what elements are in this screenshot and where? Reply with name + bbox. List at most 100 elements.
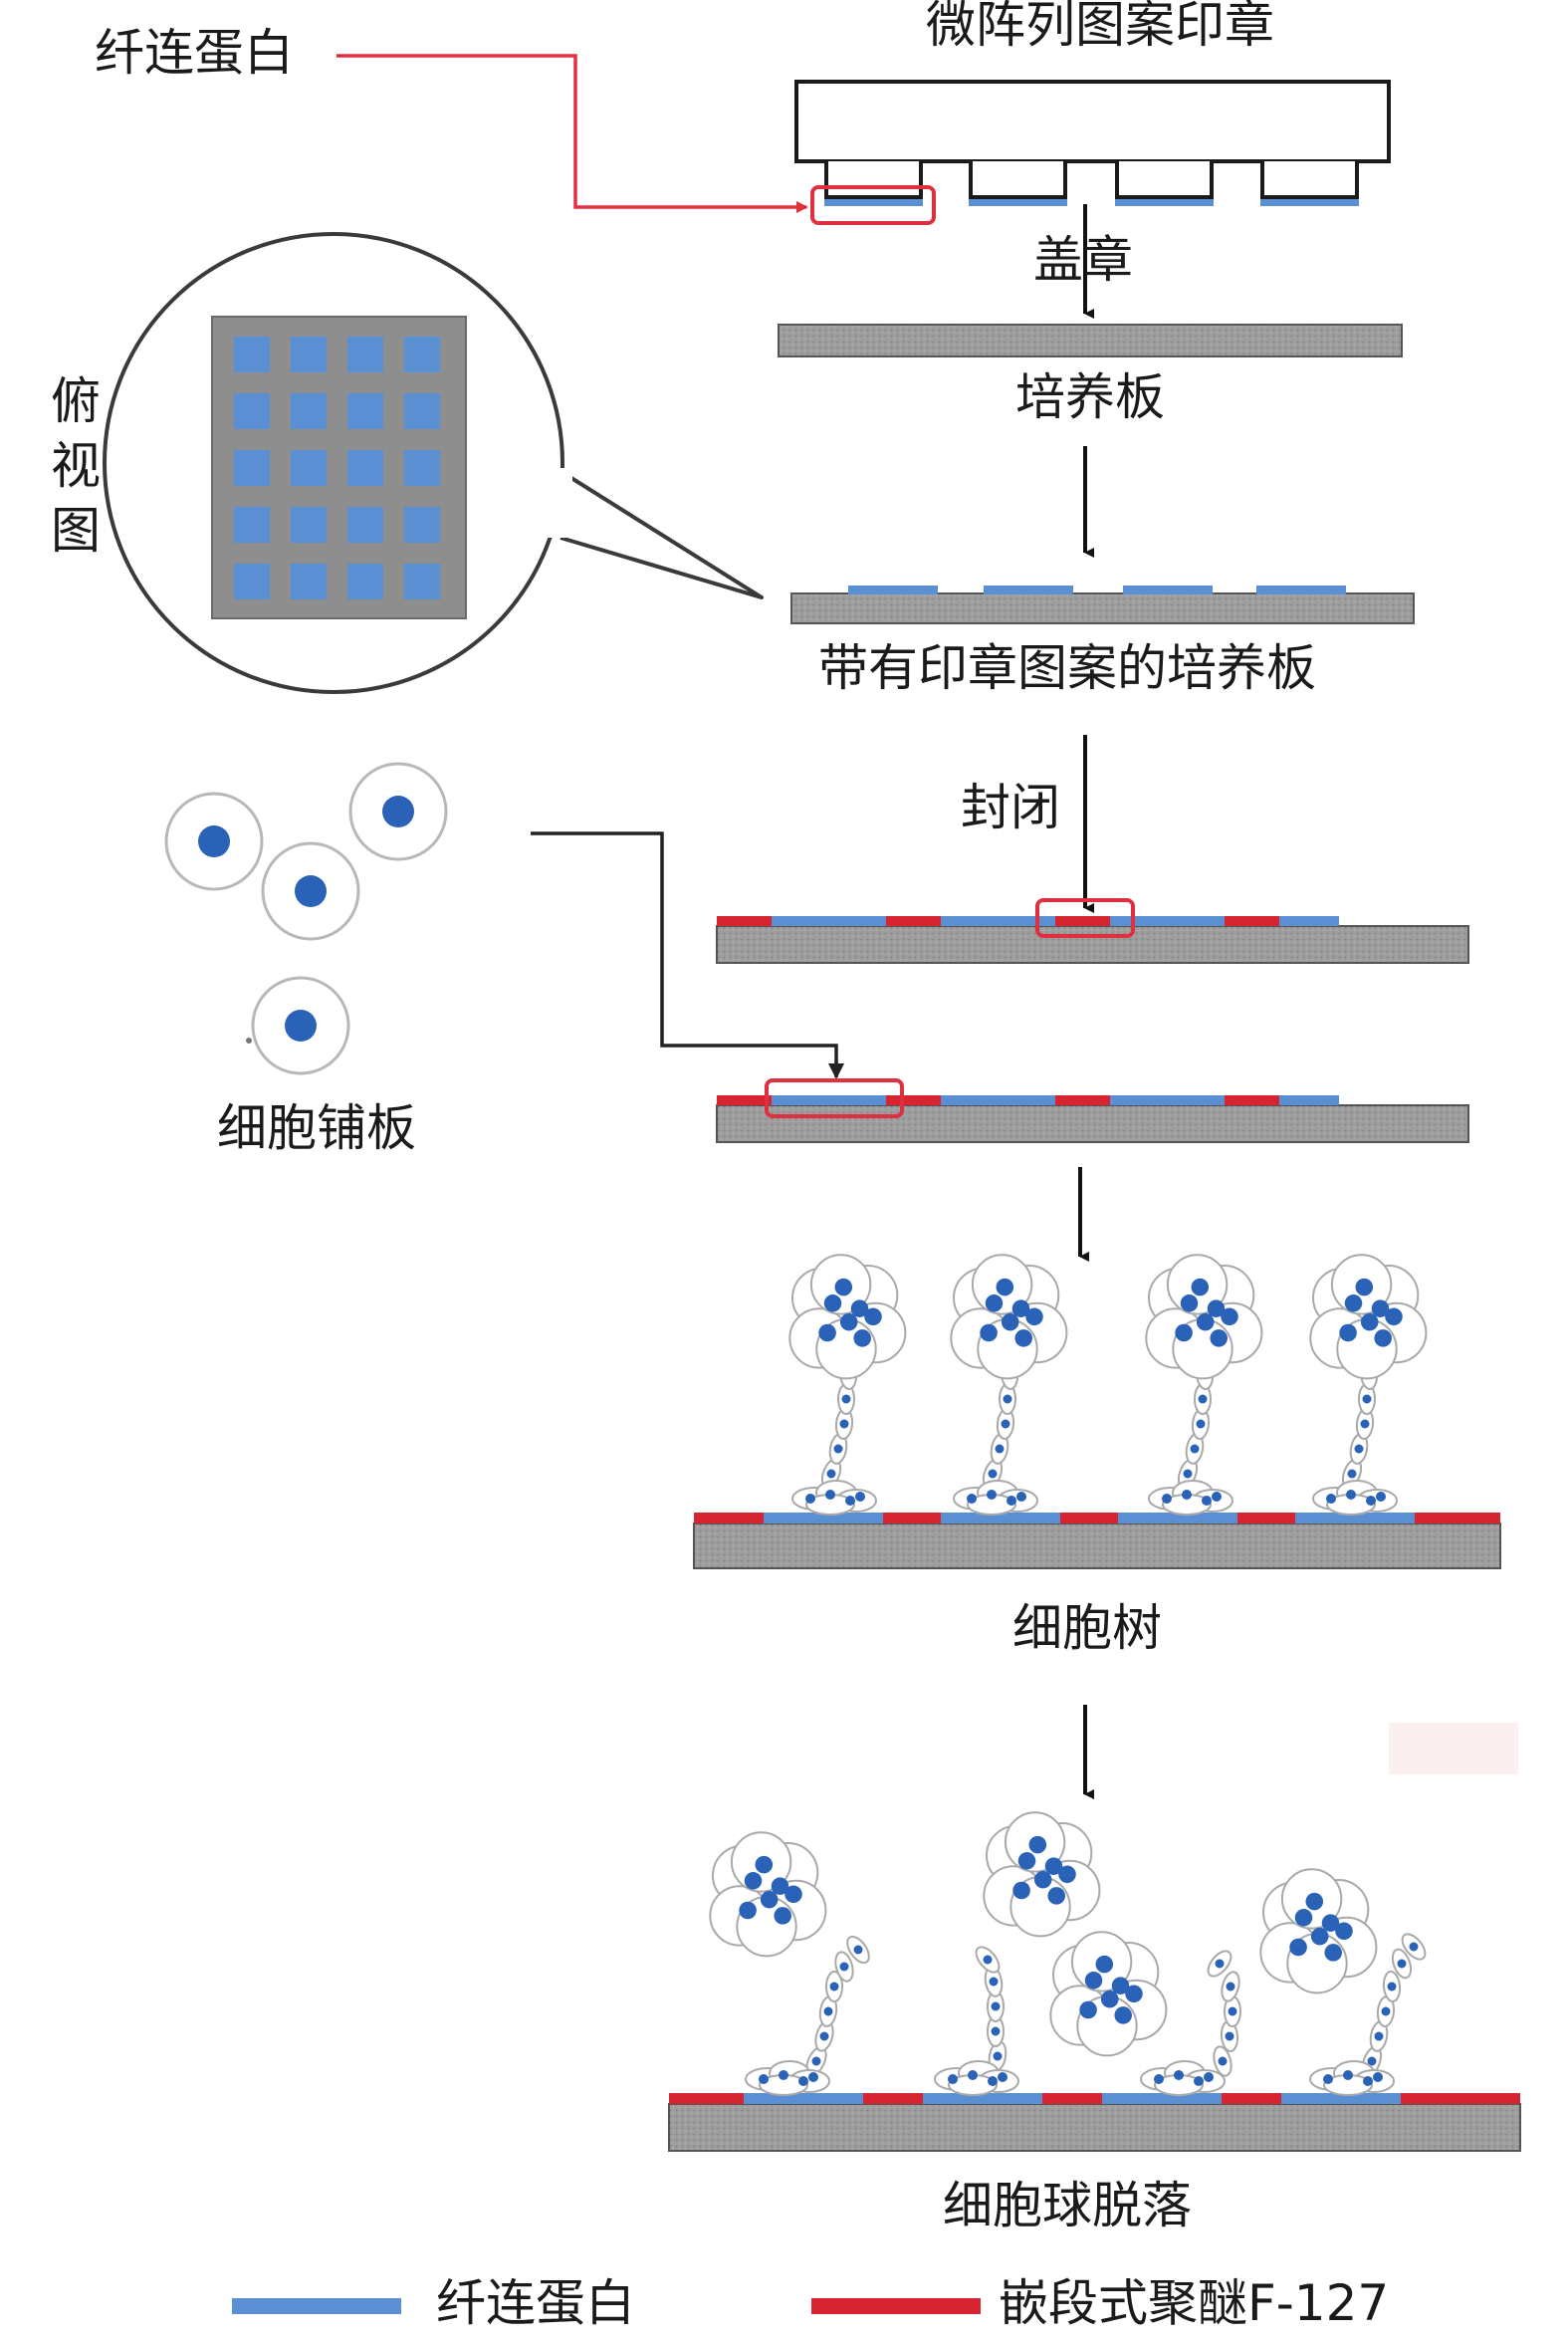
stamp-label: 微阵列图案印章 <box>926 0 1274 54</box>
seeding-pointer <box>531 831 838 1077</box>
top-view-label-1: 俯 <box>51 372 101 430</box>
top-view-label-2: 视 <box>51 437 101 495</box>
pluronic-segment <box>1237 1513 1295 1523</box>
pluronic-segment <box>1055 916 1110 926</box>
microarray-stamp <box>794 80 1391 206</box>
fibronectin-dot-grid <box>234 337 440 599</box>
fibronectin-segment <box>772 916 886 926</box>
fibronectin-ink <box>1260 199 1359 206</box>
pluronic-segment <box>886 916 941 926</box>
pattern-square <box>291 337 327 372</box>
cell-seeding-label: 细胞铺板 <box>217 1099 416 1157</box>
fibronectin-segment <box>1279 1095 1339 1105</box>
spheroid <box>788 1254 907 1380</box>
pluronic-segment <box>1401 2093 1520 2104</box>
stamping-label: 盖章 <box>1033 231 1133 289</box>
pattern-square <box>291 450 327 486</box>
cell-tree <box>788 1254 907 1516</box>
pluronic-segment <box>669 2093 744 2104</box>
pluronic-segment <box>883 1513 941 1523</box>
pattern-square <box>347 450 383 486</box>
base-cell-cluster <box>1312 1480 1398 1516</box>
pluronic-segment <box>1225 916 1279 926</box>
pattern-square <box>291 507 327 543</box>
fibronectin-highlight-box <box>810 185 936 225</box>
base-cell-cluster <box>1309 2060 1395 2096</box>
spheroid <box>1309 1254 1428 1380</box>
plate-base <box>693 1522 1501 1569</box>
plate-label: 培养板 <box>1015 368 1165 426</box>
pluronic-segment <box>1415 1513 1500 1523</box>
fibronectin-segment <box>772 1095 886 1105</box>
cell-nucleus <box>295 875 327 907</box>
fibronectin-segment <box>941 1513 1060 1523</box>
pattern-square <box>234 337 270 372</box>
cell-trees <box>788 1254 1428 1516</box>
fibronectin-segment <box>1110 1095 1225 1105</box>
fibronectin-segment <box>1118 1513 1237 1523</box>
fibronectin-ink <box>969 199 1067 206</box>
fibronectin-ink <box>1115 199 1214 206</box>
stamp-post <box>969 161 1067 199</box>
fibronectin-segment <box>764 1513 883 1523</box>
legend-label-pluronic: 嵌段式聚醚F-127 <box>999 2274 1389 2332</box>
cell-chain <box>982 1336 1022 1490</box>
detachment-plate <box>668 2093 1521 2152</box>
stamp-post <box>824 161 923 199</box>
seeded-plate <box>716 1095 1469 1143</box>
base-cell-cluster <box>745 2060 830 2096</box>
fibronectin-segment <box>941 916 1055 926</box>
pluronic-segment <box>863 2093 923 2104</box>
blocking-highlight-box <box>1035 898 1135 938</box>
culture-plate <box>778 324 1403 357</box>
pluronic-segment <box>1060 1513 1118 1523</box>
cell-tree <box>950 1254 1068 1516</box>
cell-tree-label: 细胞树 <box>1012 1599 1162 1657</box>
base-cell-cluster <box>934 2060 1019 2096</box>
base-cell-cluster <box>1148 1480 1233 1516</box>
legend-swatch-fibronectin <box>232 2298 401 2314</box>
pattern-square <box>234 393 270 429</box>
pattern-square <box>291 564 327 599</box>
cell-tree <box>1145 1254 1263 1516</box>
cell-chain <box>1207 1950 1241 2077</box>
pattern-square <box>291 393 327 429</box>
detaching-spheroids <box>709 1811 1427 2096</box>
fibronectin-segment <box>923 2093 1042 2104</box>
stamp-post <box>1260 161 1359 199</box>
spheroid <box>1259 1868 1378 1994</box>
seeding-cells <box>164 762 448 1075</box>
pluronic-segment <box>886 1095 941 1105</box>
top-view-bubble <box>103 232 764 694</box>
spheroid <box>983 1811 1101 1938</box>
spheroid-detach-label: 细胞球脱落 <box>943 2177 1192 2234</box>
fibronectin-segment <box>1295 1513 1415 1523</box>
pluronic-segment <box>1042 2093 1102 2104</box>
fibronectin-segment <box>744 2093 863 2104</box>
pluronic-segment <box>694 1513 764 1523</box>
top-view-label-3: 图 <box>51 502 101 560</box>
base-cell-cluster <box>953 1480 1038 1516</box>
fibronectin-segment <box>1279 916 1339 926</box>
legend: 纤连蛋白 嵌段式聚醚F-127 <box>232 2274 1389 2332</box>
fibronectin-pointer <box>336 54 808 213</box>
legend-swatch-pluronic <box>811 2298 981 2314</box>
pluronic-segment <box>1225 1095 1279 1105</box>
base-cell-cluster <box>791 1480 877 1516</box>
blocked-plate <box>716 916 1469 964</box>
plate-base <box>668 2103 1521 2152</box>
blocking-label: 封闭 <box>961 779 1060 836</box>
pluronic-segment <box>717 1095 772 1105</box>
base-cell-cluster <box>1140 2060 1226 2096</box>
stamp-posts <box>824 161 1359 206</box>
seeding-pointer-head <box>828 1063 844 1079</box>
fibronectin-ink <box>824 199 923 206</box>
faint-artifact <box>1389 1723 1518 1774</box>
seeding-highlight-box <box>765 1078 904 1118</box>
pluronic-segment <box>1222 2093 1281 2104</box>
spheroid <box>950 1254 1068 1380</box>
pattern-square <box>234 507 270 543</box>
plate-base <box>716 1104 1469 1143</box>
pattern-square <box>347 564 383 599</box>
